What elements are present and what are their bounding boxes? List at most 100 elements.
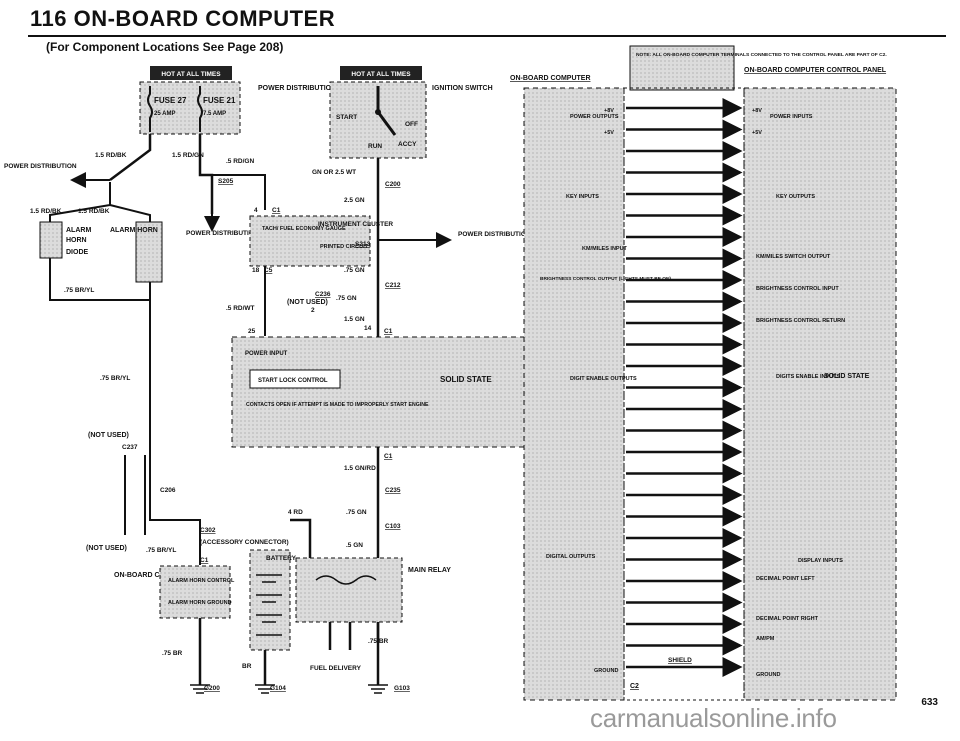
ground-g103-symbol — [368, 684, 388, 694]
group-ground-left: GROUND — [594, 668, 618, 674]
fuse-27-label: FUSE 27 — [154, 96, 187, 105]
pin-25: 25 — [248, 328, 256, 335]
wire-s205-right — [212, 174, 266, 210]
plus5v-left: +5V — [604, 130, 614, 136]
c237-connector — [124, 455, 146, 535]
ignition-off: OFF — [405, 121, 418, 128]
group-ground-right: GROUND — [756, 672, 780, 678]
alarm-horn-diode-box — [39, 221, 63, 259]
wire-fuse21-down — [198, 134, 214, 214]
group-km-miles-switch: KM/MILES SWITCH OUTPUT — [756, 254, 831, 260]
ground-g104-symbol — [255, 684, 275, 694]
label-s213: S213 — [355, 241, 371, 248]
c2-connector — [623, 87, 745, 701]
pin-2: 2 — [311, 307, 315, 314]
page-subtitle: (For Component Locations See Page 208) — [46, 40, 284, 54]
label-alarm-horn: ALARM HORN — [110, 227, 158, 234]
hot-label-1: HOT AT ALL TIMES — [161, 71, 221, 78]
relay-coil — [315, 575, 377, 585]
fuse-27-rating: 25 AMP — [154, 111, 175, 117]
battery-label: BATTERY — [266, 555, 297, 562]
hot-label-bg-2 — [340, 66, 422, 80]
label-c1-top: C1 — [272, 207, 281, 214]
label-c103: C103 — [385, 523, 401, 530]
group-display-inputs: DISPLAY INPUTS — [798, 558, 843, 564]
wire-battery-relay — [290, 518, 312, 560]
label-c206: C206 — [160, 487, 176, 494]
note-text: NOTE: ALL ON-BOARD COMPUTER TERMINALS CO… — [636, 52, 887, 58]
instrument-cluster-label: INSTRUMENT CLUSTER — [318, 221, 393, 228]
wire-gn-rd: 1.5 GN/RD — [344, 465, 376, 472]
label-not-used: (NOT USED) — [88, 432, 129, 439]
fuse-21-label: FUSE 21 — [203, 96, 236, 105]
control-panel-region — [743, 87, 897, 701]
wire-rd-gn: 1.5 RD/GN — [172, 152, 204, 159]
power-dist-mid: POWER DISTRIBUTION — [186, 230, 259, 237]
wire-rd-bk-3: 1.5 RD/BK — [78, 208, 110, 215]
control-panel-title: ON-BOARD COMPUTER CONTROL PANEL — [744, 67, 887, 74]
wire-br-75b: .75 BR — [368, 638, 389, 645]
alarm-horn-box — [135, 221, 163, 283]
fuse-21-symbol — [197, 86, 203, 132]
fuel-delivery-label: FUEL DELIVERY — [310, 665, 362, 672]
power-dist-right: POWER DISTRIBUTION — [458, 231, 531, 238]
label-diode: DIODE — [66, 249, 89, 256]
wire-br-yl-1: .75 BR/YL — [64, 287, 94, 294]
label-g103: G103 — [394, 685, 410, 692]
ignition-switch-label: IGNITION SWITCH — [432, 85, 493, 92]
solid-state-label-right: SOLID STATE — [824, 373, 870, 380]
power-dist-left: POWER DISTRIBUTION — [4, 163, 77, 170]
group-digital-outputs: DIGITAL OUTPUTS — [546, 554, 596, 560]
wire-br-75: .75 BR — [162, 650, 183, 657]
wire-br: BR — [242, 663, 252, 670]
accessory-connector: (ACCESSORY CONNECTOR) — [200, 539, 289, 546]
fuse-27-symbol — [147, 86, 153, 132]
group-dp-right: DECIMAL POINT RIGHT — [756, 616, 819, 622]
main-relay-box — [295, 557, 403, 623]
label-c237: C237 — [122, 444, 138, 451]
plus5v-right: +5V — [752, 130, 762, 136]
pin-4: 4 — [254, 207, 258, 214]
pin-18: 18 — [252, 267, 260, 274]
label-g104: G104 — [270, 685, 286, 692]
ignition-accy: ACCY — [398, 141, 417, 148]
plus8v-left: +8V — [604, 108, 614, 114]
contacts-note: CONTACTS OPEN IF ATTEMPT IS MADE TO IMPR… — [246, 402, 429, 408]
shield-label: SHIELD — [668, 657, 692, 664]
alarm-horn-control-box — [159, 565, 231, 619]
note-box — [629, 45, 735, 91]
wire-gn-15: 1.5 GN — [344, 316, 365, 323]
wire-rd-bk-2: 1.5 RD/BK — [30, 208, 62, 215]
battery-box — [249, 549, 291, 651]
plus8v-right: +8V — [752, 108, 762, 114]
group-key-outputs: KEY OUTPUTS — [776, 194, 815, 200]
fuse-21-rating: 7.5 AMP — [203, 111, 226, 117]
label-c1-lower: C1 — [384, 453, 393, 460]
label-c235: C235 — [385, 487, 401, 494]
wire-rd-gn-5: .5 RD/GN — [226, 158, 254, 165]
computer-wires — [626, 98, 743, 677]
ground-g200-symbol — [190, 684, 210, 694]
wire-lower-left — [149, 480, 201, 565]
wire-rd-4: 4 RD — [288, 509, 303, 516]
page-number: 633 — [921, 697, 938, 708]
group-digits-enable: DIGITS ENABLE INPUTS — [776, 374, 841, 380]
group-am-pm: AM/PM — [756, 636, 775, 642]
group-power-inputs: POWER INPUTS — [770, 114, 813, 120]
solid-state-label-left: SOLID STATE — [440, 375, 492, 384]
watermark: carmanualsonline.info — [590, 703, 837, 733]
group-brightness-ret: BRIGHTNESS CONTROL RETURN — [756, 318, 845, 324]
wire-br-yl-75: .75 BR/YL — [146, 547, 176, 554]
wire-rd-wt: .5 RD/WT — [226, 305, 255, 312]
group-power-outputs: POWER OUTPUTS — [570, 114, 619, 120]
group-key-inputs: KEY INPUTS — [566, 194, 599, 200]
group-brightness-out: BRIGHTNESS CONTROL OUTPUT (LIGHTS MUST B… — [540, 276, 671, 282]
wire-gn-75c: .75 GN — [346, 509, 367, 516]
wire-gn-75: .75 GN — [344, 267, 365, 274]
c2-label: C2 — [630, 683, 639, 690]
wire-gn-wt: GN OR 2.5 WT — [312, 169, 356, 176]
ignition-start: START — [336, 114, 357, 121]
wire-gn-5: .5 GN — [346, 542, 363, 549]
hot-label-2: HOT AT ALL TIMES — [351, 71, 411, 78]
start-lock-box — [249, 369, 341, 389]
